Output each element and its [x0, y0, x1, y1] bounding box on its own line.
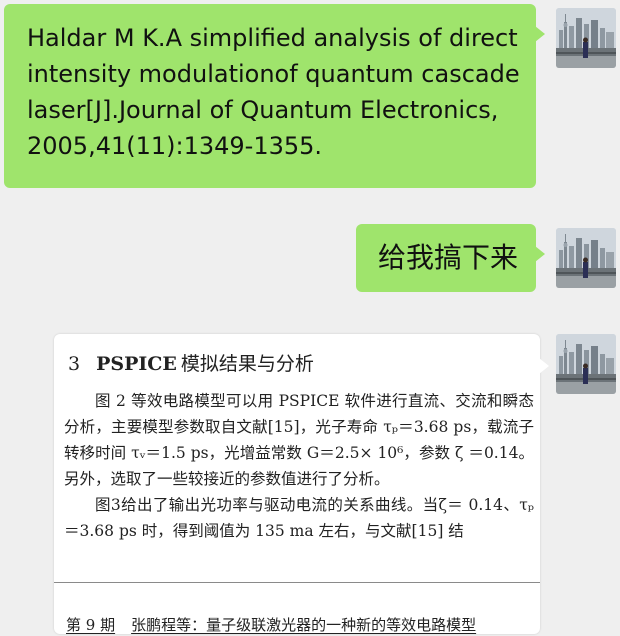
section-keyword: PSPICE [96, 353, 177, 375]
image-bubble-tail [539, 358, 549, 374]
footer-issue: 第 9 期 [66, 616, 116, 634]
avatar[interactable] [556, 8, 616, 68]
avatar[interactable] [556, 334, 616, 394]
page-footer: 第 9 期张鹏程等：量子级联激光器的一种新的等效电路模型 [66, 615, 476, 634]
skyline-avatar-icon [556, 228, 616, 288]
message-text: Haldar M K.A simplified analysis of dire… [27, 24, 520, 160]
paper-paragraph: 图3给出了输出光功率与驱动电流的关系曲线。当ζ＝ 0.14、τₚ＝3.68 ps… [64, 496, 534, 540]
message-bubble-request[interactable]: 给我搞下来 [356, 224, 545, 292]
section-number: 3 [68, 353, 81, 375]
message-text: 给我搞下来 [378, 241, 519, 274]
skyline-avatar-icon [556, 334, 616, 394]
section-title: 模拟结果与分析 [180, 353, 314, 375]
footer-text: 张鹏程等：量子级联激光器的一种新的等效电路模型 [131, 616, 477, 634]
page-divider [54, 582, 540, 583]
avatar[interactable] [556, 228, 616, 288]
message-bubble-citation[interactable]: Haldar M K.A simplified analysis of dire… [4, 4, 545, 188]
skyline-avatar-icon [556, 8, 616, 68]
paper-paragraph: 图 2 等效电路模型可以用 PSPICE 软件进行直流、交流和瞬态分析，主要模型… [64, 392, 534, 488]
